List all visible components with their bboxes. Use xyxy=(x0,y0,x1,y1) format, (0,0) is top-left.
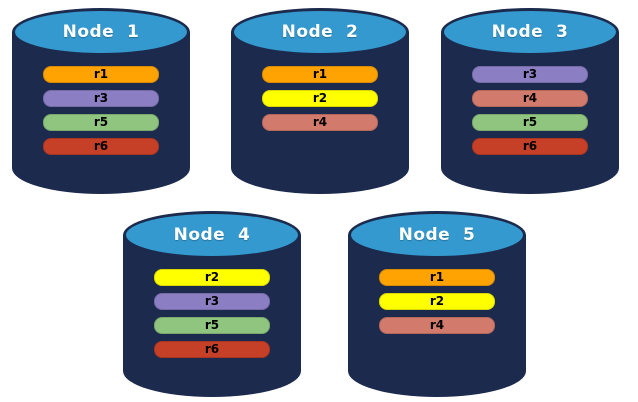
replica-label: r2 xyxy=(429,294,445,308)
replica-bar-r4: r4 xyxy=(379,317,495,334)
node-title: Node 1 xyxy=(62,22,140,42)
cylinder-body xyxy=(123,235,301,397)
replica-bar-r6: r6 xyxy=(154,341,270,358)
replica-bar-r5: r5 xyxy=(472,114,588,131)
replica-label: r4 xyxy=(312,115,328,129)
cylinder-top-ellipse: Node 3 xyxy=(441,8,619,56)
node-cylinder-4: Node 4 r2 r3 r5 r6 xyxy=(123,211,301,397)
replica-bar-r4: r4 xyxy=(472,90,588,107)
replica-label: r4 xyxy=(429,318,445,332)
replica-bar-r3: r3 xyxy=(472,66,588,83)
node-title: Node 4 xyxy=(173,225,251,245)
replica-label: r3 xyxy=(204,294,220,308)
replica-label: r5 xyxy=(522,115,538,129)
replica-bar-r6: r6 xyxy=(472,138,588,155)
cylinder-body xyxy=(231,32,409,194)
replica-label: r5 xyxy=(93,115,109,129)
replica-label: r2 xyxy=(204,270,220,284)
replica-bar-r3: r3 xyxy=(154,293,270,310)
replica-label: r1 xyxy=(429,270,445,284)
cylinder-top-ellipse: Node 5 xyxy=(348,211,526,259)
replica-bar-r5: r5 xyxy=(154,317,270,334)
replica-bar-r2: r2 xyxy=(379,293,495,310)
replica-bar-r1: r1 xyxy=(379,269,495,286)
cylinder-body xyxy=(348,235,526,397)
replica-label: r6 xyxy=(93,139,109,153)
replica-bar-r1: r1 xyxy=(43,66,159,83)
node-title: Node 5 xyxy=(398,225,476,245)
replica-bar-r4: r4 xyxy=(262,114,378,131)
replica-label: r3 xyxy=(93,91,109,105)
replica-bar-r2: r2 xyxy=(154,269,270,286)
node-cylinder-2: Node 2 r1 r2 r4 xyxy=(231,8,409,194)
replica-bar-list: r1 r3 r5 r6 xyxy=(43,66,159,162)
replica-label: r2 xyxy=(312,91,328,105)
replica-label: r3 xyxy=(522,67,538,81)
node-cylinder-3: Node 3 r3 r4 r5 r6 xyxy=(441,8,619,194)
replica-bar-list: r1 r2 r4 xyxy=(379,269,495,341)
replica-label: r5 xyxy=(204,318,220,332)
replica-label: r6 xyxy=(204,342,220,356)
replica-label: r4 xyxy=(522,91,538,105)
replica-bar-r3: r3 xyxy=(43,90,159,107)
cylinder-top-ellipse: Node 2 xyxy=(231,8,409,56)
replica-label: r1 xyxy=(312,67,328,81)
replica-bar-r5: r5 xyxy=(43,114,159,131)
cylinder-body xyxy=(12,32,190,194)
replica-bar-r2: r2 xyxy=(262,90,378,107)
node-cylinder-1: Node 1 r1 r3 r5 r6 xyxy=(12,8,190,194)
replica-bar-list: r1 r2 r4 xyxy=(262,66,378,138)
replica-bar-list: r3 r4 r5 r6 xyxy=(472,66,588,162)
node-title: Node 2 xyxy=(281,22,359,42)
cylinder-top-ellipse: Node 1 xyxy=(12,8,190,56)
node-title: Node 3 xyxy=(491,22,569,42)
cylinder-body xyxy=(441,32,619,194)
cylinder-top-ellipse: Node 4 xyxy=(123,211,301,259)
replica-bar-list: r2 r3 r5 r6 xyxy=(154,269,270,365)
node-cylinder-5: Node 5 r1 r2 r4 xyxy=(348,211,526,397)
replica-label: r6 xyxy=(522,139,538,153)
replica-bar-r1: r1 xyxy=(262,66,378,83)
replica-bar-r6: r6 xyxy=(43,138,159,155)
replica-label: r1 xyxy=(93,67,109,81)
